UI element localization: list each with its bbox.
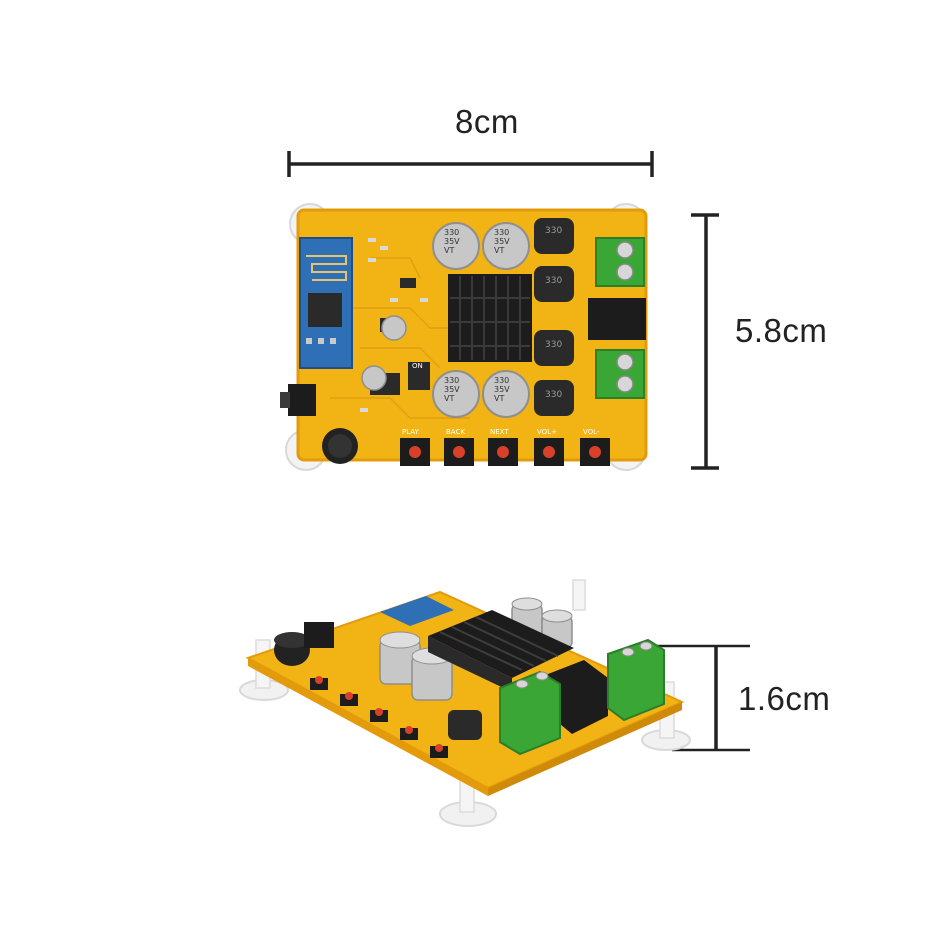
inductor-marking-1: 330 <box>545 226 563 236</box>
switch-label: ON <box>412 362 423 370</box>
inductor-marking-4: 330 <box>545 390 563 400</box>
side-view-board <box>239 579 691 827</box>
inductor-marking-2: 330 <box>545 276 563 286</box>
top-view-board <box>280 203 648 471</box>
button-label-next: NEXT <box>490 428 509 436</box>
button-label-back: BACK <box>446 428 465 436</box>
capacitor-marking-3: 330 35V VT <box>444 376 460 403</box>
inductor-marking-3: 330 <box>545 340 563 350</box>
capacitor-marking-2: 330 35V VT <box>494 228 510 255</box>
button-label-vol-plus: VOL+ <box>537 428 557 436</box>
button-label-play: PLAY <box>402 428 419 436</box>
width-label: 8cm <box>455 103 519 140</box>
thickness-label: 1.6cm <box>738 680 831 717</box>
button-label-vol-minus: VOL- <box>583 428 600 436</box>
height-label: 5.8cm <box>735 312 828 349</box>
capacitor-marking-1: 330 35V VT <box>444 228 460 255</box>
capacitor-marking-4: 330 35V VT <box>494 376 510 403</box>
